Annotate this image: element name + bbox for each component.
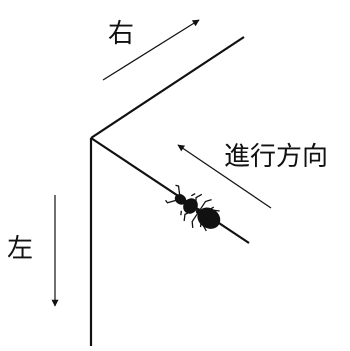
lower-diagonal-wall-line <box>90 137 250 244</box>
direction-label: 進行方向 <box>224 142 328 172</box>
right-label: 右 <box>108 19 134 49</box>
left-label: 左 <box>7 234 33 264</box>
right-arrow <box>102 19 200 81</box>
upper-diagonal-wall-line <box>90 36 245 139</box>
ant-icon <box>165 184 221 232</box>
direction-arrow <box>177 144 272 209</box>
